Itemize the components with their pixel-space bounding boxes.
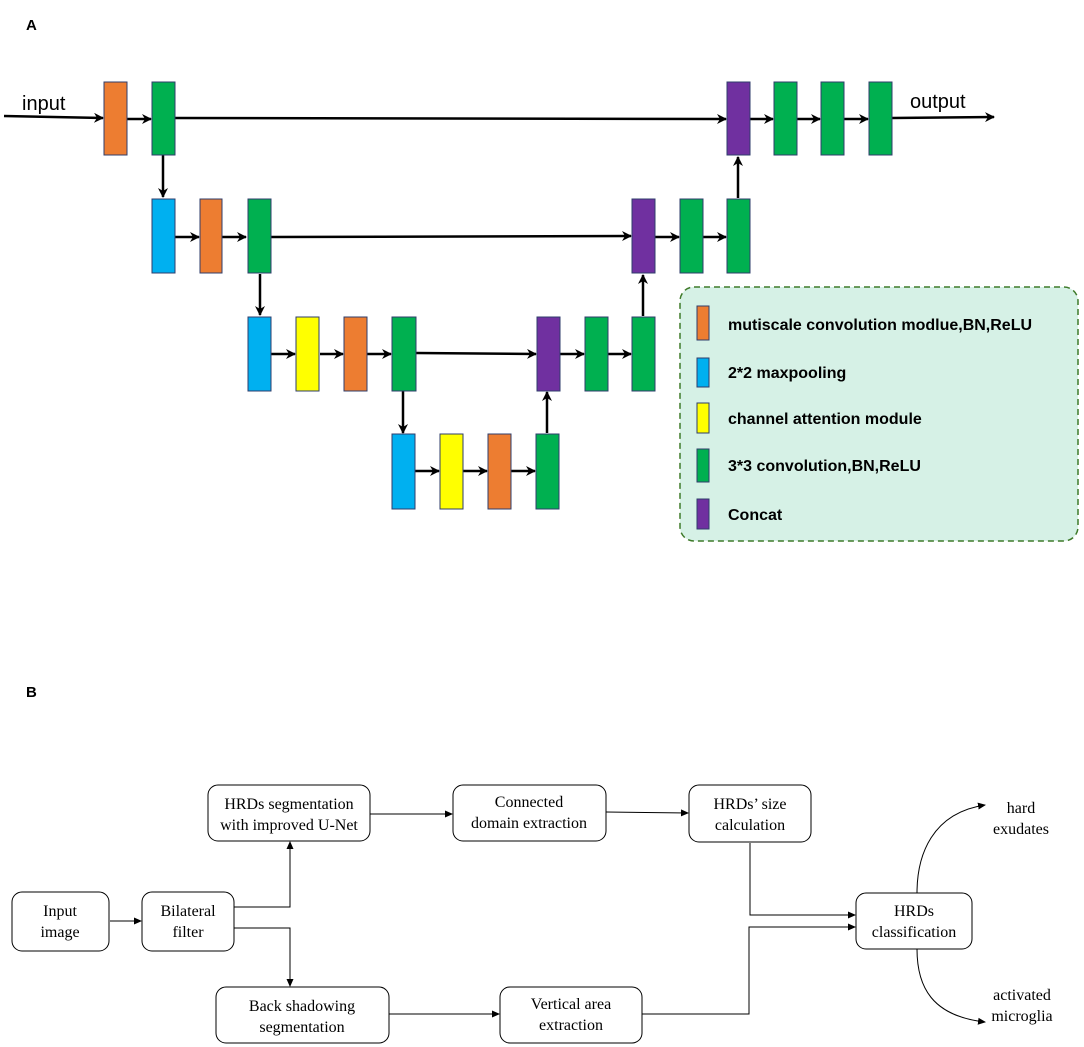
node-bilateral-line2: filter [172,924,204,941]
node-hrd-seg-line1: HRDs segmentation [224,796,353,813]
hrd-segmentation-box [207,784,371,842]
legend-swatch-conv [696,448,710,483]
concat-block [536,316,561,392]
node-vertical-line2: extraction [539,1017,603,1034]
multiscale-conv-block [343,316,368,392]
conv-block [247,198,272,274]
output-label: output [910,91,966,113]
curved-connector-hard [916,802,986,894]
connector [605,809,689,817]
node-bilateral-line1: Bilateral [160,903,216,920]
legend-swatch-multiscale [696,305,710,341]
panel-b-connectors [110,802,986,1025]
panel-b-label: B [26,684,37,701]
conv-block [773,81,798,156]
output-arrow [891,112,995,123]
node-size-line1: HRDs’ size [713,796,786,813]
conv-block [535,433,560,510]
input-image-box [11,891,110,952]
conv-block [868,81,893,156]
maxpool-block [151,198,176,274]
conv-block [391,316,417,392]
connector [642,923,856,1015]
output-microglia-line2: microglia [991,1008,1052,1025]
panel-b: B Input image Bila [11,684,1053,1044]
conv-block [820,81,845,156]
conv-block [726,198,751,274]
panel-a-arrows [3,112,995,476]
vertical-area-box [499,986,643,1044]
node-hrd-seg-line2: with improved U-Net [220,817,358,834]
panel-a-blocks [103,81,893,510]
maxpool-block [247,316,272,392]
skip-connection-2 [270,231,632,242]
node-connected-line2: domain extraction [471,815,587,832]
skip-connection-1 [174,113,727,124]
legend-label-maxpool: 2*2 maxpooling [728,365,846,382]
legend-swatch-maxpool [696,357,710,388]
panel-a-label: A [26,17,37,34]
concat-block [726,81,751,156]
channel-attention-block [295,316,320,392]
maxpool-block [391,433,416,510]
input-label: input [22,93,66,115]
legend-label-conv: 3*3 convolution,BN,ReLU [728,458,921,475]
node-back-shadow-line1: Back shadowing [249,998,355,1015]
node-back-shadow-line2: segmentation [259,1019,344,1036]
legend-label-attention: channel attention module [728,411,922,428]
output-hard-line2: exudates [993,821,1049,838]
channel-attention-block [439,433,464,510]
multiscale-conv-block [199,198,223,274]
conv-block [584,316,609,392]
legend-swatch-attention [696,402,710,434]
connector [749,843,856,919]
legend-swatch-concat [696,498,710,530]
multiscale-conv-block [103,81,128,156]
conv-block [679,198,704,274]
connector [234,927,294,987]
connector [234,841,294,908]
conv-block [151,81,176,156]
panel-a: A [3,17,1079,542]
conv-block [631,316,656,392]
back-shadowing-box [215,986,390,1044]
curved-connector-microglia [916,948,986,1025]
node-classification-line1: HRDs [894,903,934,920]
legend-box [679,286,1079,542]
panel-b-nodes [11,784,973,1044]
panel-b-labels: Input image Bilateral filter HRDs segmen… [40,794,1052,1036]
legend-label-multiscale: mutiscale convolution modlue,BN,ReLU [728,317,1032,334]
size-calculation-box [688,784,812,843]
output-hard-line1: hard [1007,800,1035,817]
node-classification-line2: classification [872,924,956,941]
node-input-image-line2: image [40,924,79,941]
legend: mutiscale convolution modlue,BN,ReLU 2*2… [679,286,1079,542]
node-input-image-line1: Input [43,903,77,920]
bilateral-filter-box [141,891,235,952]
node-size-line2: calculation [715,817,785,834]
node-vertical-line1: Vertical area [531,996,611,1013]
legend-label-concat: Concat [728,507,783,524]
node-connected-line1: Connected [495,794,563,811]
concat-block [631,198,656,274]
skip-connection-3 [415,348,537,359]
multiscale-conv-block [487,433,512,510]
connected-domain-box [452,784,607,842]
classification-box [855,892,973,950]
input-arrow [3,112,104,123]
output-microglia-line1: activated [993,987,1051,1004]
